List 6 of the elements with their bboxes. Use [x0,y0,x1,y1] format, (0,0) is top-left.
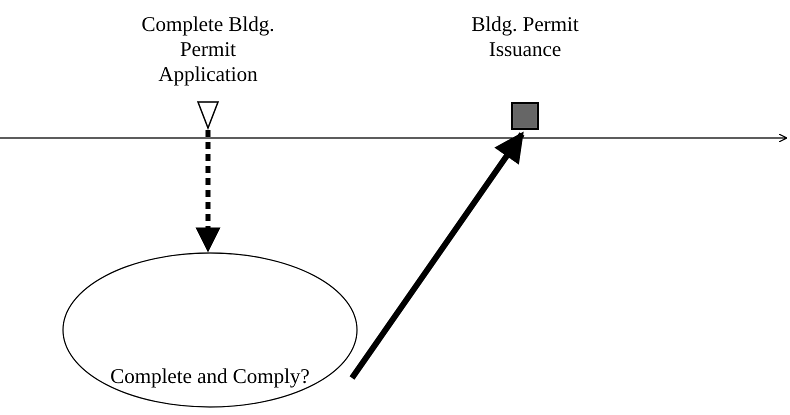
arrow [350,132,524,380]
decision-ellipse [62,252,358,408]
question-text: Complete and Comply? [109,364,311,389]
milestone-label: Complete Bldg. Permit Application [140,12,276,87]
dashed-arrow [196,130,220,252]
milestone-label: Bldg. Permit Issuance [470,12,580,62]
